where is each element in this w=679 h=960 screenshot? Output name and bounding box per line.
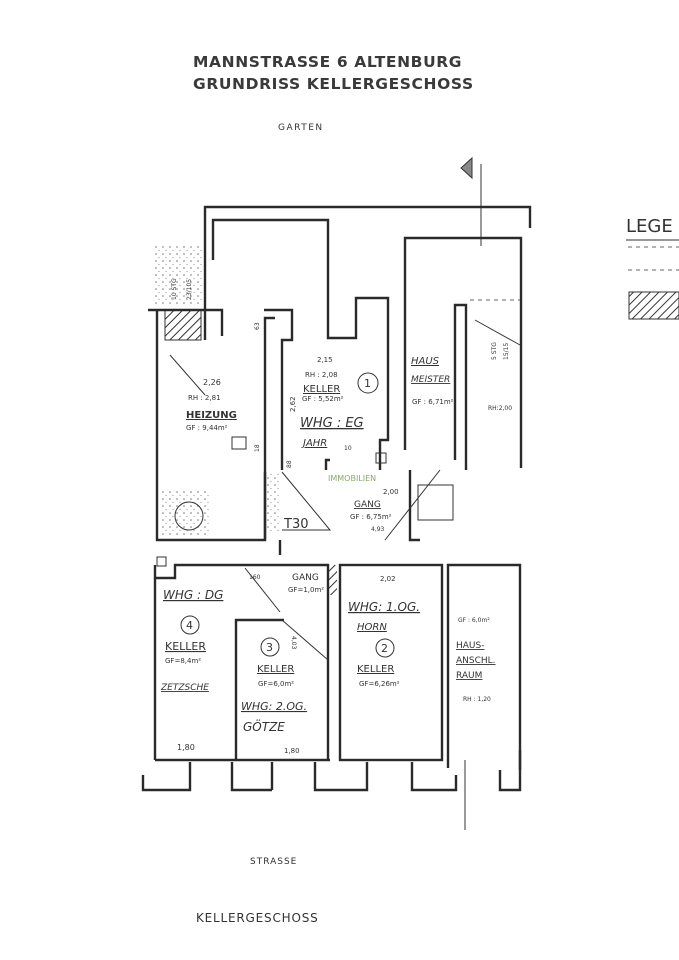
- keller1-owner: WHG : EG: [300, 416, 364, 431]
- keller2-dim: 2,02: [380, 575, 396, 583]
- shaft-icon: [375, 452, 387, 464]
- heizung-rh: RH : 2,81: [188, 394, 221, 402]
- floor-label: KELLERGESCHOSS: [196, 911, 319, 925]
- keller1-dim-bottom: 10: [344, 445, 352, 452]
- hausanschluss-name-3: RAUM: [456, 671, 482, 681]
- keller2-name: KELLER: [357, 664, 394, 675]
- keller3-number: 3: [266, 641, 273, 654]
- keller3-owner: WHG: 2.OG.: [241, 700, 307, 713]
- hausanschluss-area: GF : 6,0m²: [458, 617, 490, 624]
- heizung-area: GF : 9,44m²: [186, 424, 228, 432]
- section-marker-top: [460, 156, 482, 246]
- keller4-dim: 1,80: [177, 743, 195, 752]
- street-label: STRASSE: [250, 857, 297, 867]
- keller1-rh: RH : 2,08: [305, 371, 338, 379]
- radiator-icon: [231, 436, 247, 450]
- hausanschluss-rh: RH : 1,20: [463, 696, 491, 703]
- gang2-area: GF=1,0m²: [288, 586, 324, 594]
- stair-left: [154, 245, 204, 305]
- keller1-number: 1: [364, 377, 371, 390]
- gang1-name: GANG: [354, 500, 381, 510]
- hatched-wall: [164, 309, 202, 341]
- legend-title: LEGE: [626, 216, 673, 237]
- heizung-dim-bottom: 18: [254, 444, 261, 452]
- hausanschluss-name-1: HAUS-: [456, 641, 484, 651]
- keller1-dim-corner: 88: [286, 460, 293, 468]
- keller2-tenant: HORN: [357, 622, 387, 633]
- keller4-owner: WHG : DG: [163, 588, 223, 602]
- keller2-number: 2: [381, 642, 388, 655]
- stair-left-dim: 23/105: [186, 279, 193, 300]
- heizung-name: HEIZUNG: [186, 410, 237, 421]
- keller1-name: KELLER: [303, 384, 340, 395]
- plan-title-line2: GRUNDRISS KELLERGESCHOSS: [193, 75, 474, 93]
- stair-right-steps: 5 STG: [491, 342, 498, 360]
- legend-hatch-swatch: [628, 291, 679, 320]
- keller4-area: GF=8,4m²: [165, 657, 201, 665]
- plan-title-line1: MANNSTRASSE 6 ALTENBURG: [193, 53, 462, 71]
- keller1-area: GF : 5,52m²: [302, 395, 344, 403]
- heizung-height: 2,26: [203, 378, 221, 387]
- watermark: IMMOBILIEN: [328, 474, 376, 483]
- garden-label: GARTEN: [278, 123, 324, 133]
- keller3-area: GF=6,0m²: [258, 680, 294, 688]
- door-t30: T30: [283, 517, 308, 532]
- heizung-dim-side: 63: [254, 322, 261, 330]
- gang2-name: GANG: [292, 573, 319, 583]
- keller1-dim-side: 2,62: [289, 396, 297, 412]
- hausanschluss-name-2: ANSCHL.: [456, 656, 496, 666]
- gang1-dim: 4,93: [371, 526, 385, 533]
- keller4-number: 4: [186, 619, 193, 632]
- stair-right-dim: 15/15: [503, 343, 510, 360]
- keller3-dim: 1,80: [284, 747, 300, 755]
- keller3-dim-side: 4,03: [290, 636, 297, 650]
- hausmeister-name-2: MEISTER: [411, 375, 450, 385]
- gang1-height: 2,00: [383, 488, 399, 496]
- keller4-tenant: ZETZSCHE: [160, 683, 209, 693]
- legend: LEGE: [626, 216, 679, 320]
- keller1-tenant: JAHR: [301, 438, 327, 449]
- keller2-area: GF=6,26m²: [359, 680, 400, 688]
- keller1-height: 2,15: [317, 356, 333, 364]
- hausmeister-area: GF : 6,71m²: [412, 398, 454, 406]
- hausmeister-name-1: HAUS: [411, 356, 440, 367]
- keller3-name: KELLER: [257, 664, 294, 675]
- gang1-area: GF : 6,75m²: [350, 513, 392, 521]
- keller2-owner: WHG: 1.OG.: [348, 600, 420, 614]
- keller4-name: KELLER: [165, 640, 206, 653]
- stair-left-steps: 10 STG: [171, 278, 178, 300]
- hausmeister-rh: RH:2,00: [488, 405, 512, 412]
- gang2-dim: 160: [249, 574, 261, 581]
- keller3-tenant: GÖTZE: [243, 718, 285, 734]
